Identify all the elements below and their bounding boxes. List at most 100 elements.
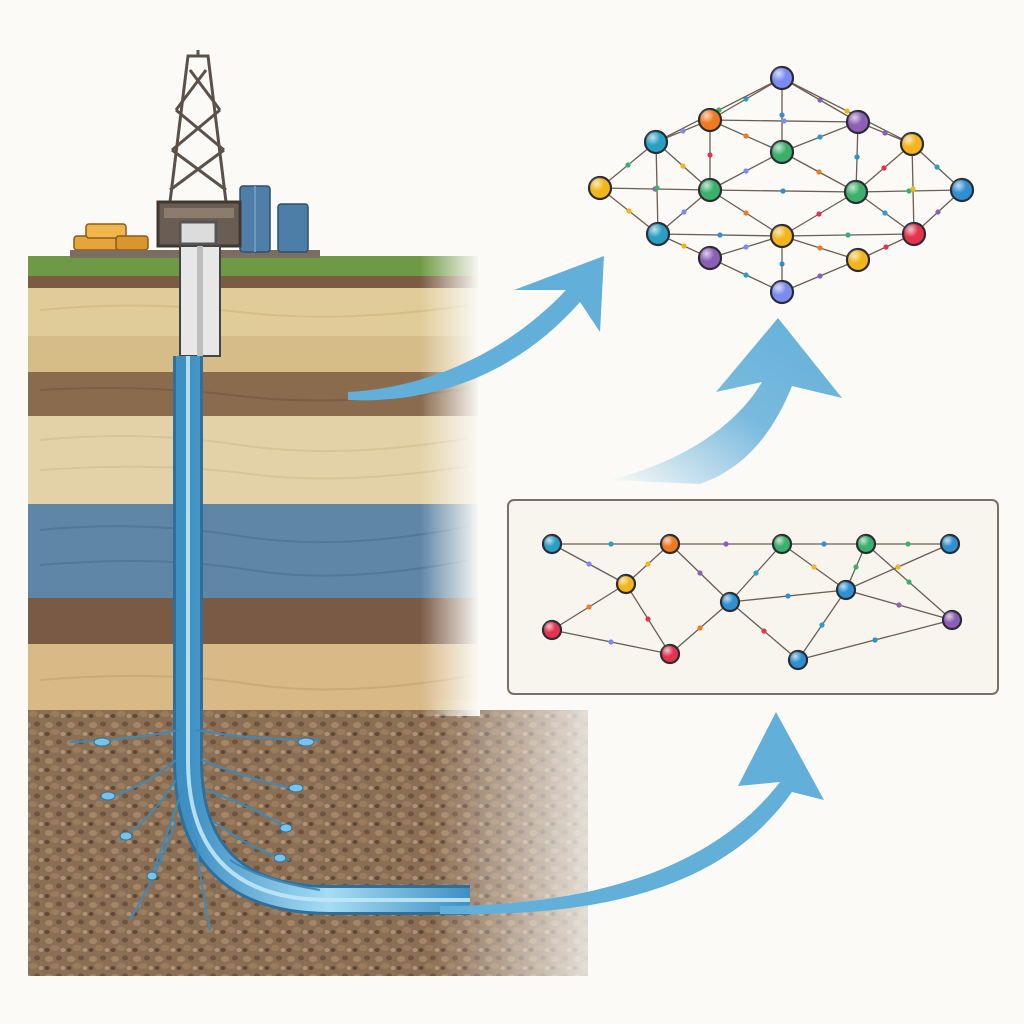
diamond-network-edge-marker bbox=[654, 185, 660, 191]
diamond-network-edge-marker bbox=[883, 244, 889, 250]
diamond-network-edge-marker bbox=[780, 188, 786, 194]
panel-network-edge-marker bbox=[896, 602, 902, 608]
panel-network-node bbox=[787, 649, 809, 671]
diamond-network-edge-marker bbox=[935, 209, 941, 215]
panel-network-edge-marker bbox=[586, 604, 592, 610]
diamond-network-edge-marker bbox=[680, 163, 686, 169]
network-panel bbox=[507, 499, 999, 695]
panel-network-node bbox=[615, 573, 637, 595]
diamond-network-node bbox=[769, 139, 795, 165]
panel-network-node bbox=[771, 533, 793, 555]
diamond-network-node bbox=[769, 223, 795, 249]
diamond-network-edge-marker bbox=[844, 108, 850, 114]
panel-network-node bbox=[541, 533, 563, 555]
diamond-network-node bbox=[845, 247, 871, 273]
panel-network-node bbox=[659, 643, 681, 665]
diamond-network bbox=[587, 65, 975, 305]
panel-network-edge-marker bbox=[819, 622, 825, 628]
diamond-network-edge-marker bbox=[817, 245, 823, 251]
panel-network-edge-marker bbox=[586, 561, 592, 567]
panel-network-node bbox=[835, 579, 857, 601]
diamond-network-edge-marker bbox=[817, 134, 823, 140]
panel-network-edge-marker bbox=[853, 564, 859, 570]
diamond-network-edge-marker bbox=[743, 96, 749, 102]
diamond-network-node bbox=[769, 65, 795, 91]
storage-tank-icon bbox=[239, 185, 309, 253]
diamond-network-node bbox=[901, 221, 927, 247]
diamond-network-edge-marker bbox=[781, 118, 787, 124]
diamond-network-edge-marker bbox=[681, 209, 687, 215]
layer-sand-upper bbox=[28, 288, 478, 336]
panel-network-edge-marker bbox=[906, 579, 912, 585]
diamond-network-node bbox=[949, 177, 975, 203]
surface-equipment bbox=[70, 50, 320, 258]
diamond-network-node bbox=[843, 179, 869, 205]
diamond-network-edge-marker bbox=[816, 211, 822, 217]
diamond-network-edge-marker bbox=[743, 133, 749, 139]
ground-cross-section bbox=[28, 256, 630, 990]
diamond-network-edge-marker bbox=[882, 210, 888, 216]
diamond-network-node bbox=[697, 245, 723, 271]
diamond-network-edge-marker bbox=[854, 154, 860, 160]
panel-network-edge-marker bbox=[761, 628, 767, 634]
diamond-network-edge-marker bbox=[845, 232, 851, 238]
diamond-network-edge-marker bbox=[707, 152, 713, 158]
diamond-network-node bbox=[899, 131, 925, 157]
diamond-network-edge-marker bbox=[743, 244, 749, 250]
panel-network-node bbox=[855, 533, 877, 555]
panel-network-edge-marker bbox=[753, 570, 759, 576]
drilling-rig-icon bbox=[156, 50, 242, 248]
panel-network-edge-marker bbox=[811, 564, 817, 570]
panel-network-node bbox=[541, 619, 563, 641]
diamond-network-node bbox=[845, 109, 871, 135]
flow-arrows bbox=[348, 256, 842, 915]
diamond-network-edge-marker bbox=[934, 164, 940, 170]
layer-grass bbox=[28, 256, 478, 278]
panel-network-node bbox=[719, 591, 741, 613]
panel-network-node bbox=[939, 533, 961, 555]
layer-aquifer bbox=[28, 504, 478, 598]
diamond-network-edge-marker bbox=[816, 169, 822, 175]
diamond-network-node bbox=[645, 221, 671, 247]
diamond-network-node bbox=[587, 175, 613, 201]
diamond-network-edge-marker bbox=[817, 273, 823, 279]
diamond-network-edge-marker bbox=[625, 162, 631, 168]
panel-network-node bbox=[941, 609, 963, 631]
panel-network-edge-marker bbox=[608, 639, 614, 645]
panel-network-edge-marker bbox=[905, 541, 911, 547]
diamond-network-edge-marker bbox=[743, 168, 749, 174]
layer-beige bbox=[28, 416, 478, 504]
diamond-network-edge-marker bbox=[779, 112, 785, 118]
layer-dark-brown bbox=[28, 598, 478, 644]
panel-network-edge-marker bbox=[697, 570, 703, 576]
arrow-middle bbox=[610, 318, 842, 484]
panel-network-edge-marker bbox=[697, 625, 703, 631]
diamond-network-node bbox=[697, 107, 723, 133]
diamond-network-edge-marker bbox=[743, 272, 749, 278]
arrow-lower bbox=[440, 712, 824, 915]
arrow-upper bbox=[348, 256, 604, 401]
diamond-network-edge-marker bbox=[626, 208, 632, 214]
diamond-network-node bbox=[769, 279, 795, 305]
panel-network-edge-marker bbox=[821, 541, 827, 547]
layer-topsoil bbox=[28, 276, 478, 288]
panel-network bbox=[541, 533, 963, 671]
fracture-tips bbox=[93, 737, 315, 881]
diamond-network-edge-marker bbox=[743, 210, 749, 216]
panel-network-edge-marker bbox=[645, 616, 651, 622]
diamond-network-edge-marker bbox=[680, 128, 686, 134]
panel-network-edge-marker bbox=[785, 593, 791, 599]
diamond-network-edge-marker bbox=[779, 261, 785, 267]
layer-tan-lower bbox=[28, 644, 478, 710]
diamond-network-edge-marker bbox=[681, 243, 687, 249]
panel-network-node bbox=[659, 533, 681, 555]
layer-sand-mid bbox=[28, 336, 478, 372]
diamond-network-edge-marker bbox=[881, 165, 887, 171]
diamond-network-edge-marker bbox=[906, 188, 912, 194]
diamond-network-edge-marker bbox=[817, 97, 823, 103]
panel-network-edge-marker bbox=[872, 637, 878, 643]
panel-network-edge-marker bbox=[645, 561, 651, 567]
wellbore bbox=[173, 245, 470, 915]
diamond-network-edge-marker bbox=[882, 130, 888, 136]
